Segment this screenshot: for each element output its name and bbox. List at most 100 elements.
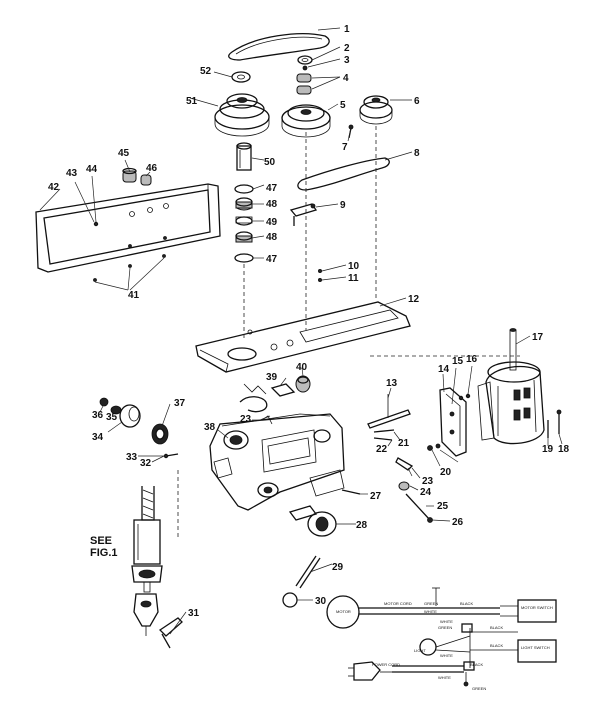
wiring-label: WHITE (424, 609, 437, 614)
switch-cap-40 (295, 375, 311, 393)
retaining-ring-47a (234, 184, 254, 194)
chuck-key-31 (158, 617, 183, 649)
wiring-label: MOTOR SWITCH (521, 605, 553, 610)
callout-47: 47 (266, 183, 278, 194)
callout-18: 18 (558, 444, 570, 455)
callout-48: 48 (266, 199, 278, 210)
callout-22: 22 (376, 444, 388, 455)
callout-16: 16 (466, 354, 478, 365)
feed-shaft-28 (288, 505, 337, 537)
callout-28: 28 (356, 520, 368, 531)
nut-52 (231, 71, 251, 83)
screw-36 (99, 397, 109, 407)
key-4 (296, 73, 312, 95)
wiring-label: MOTOR (336, 609, 351, 614)
callout-42: 42 (48, 182, 60, 193)
callout-49: 49 (266, 217, 278, 228)
callout-19: 19 (542, 444, 554, 455)
center-pulley-5 (281, 104, 331, 138)
callout-36: 36 (92, 410, 104, 421)
hinge-39 (270, 383, 296, 397)
callout-47: 47 (266, 254, 278, 265)
wiring-label: LIGHT SWITCH (521, 645, 550, 650)
callout-1: 1 (344, 24, 350, 35)
wiring-label: GREEN (472, 686, 486, 691)
callout-11: 11 (348, 273, 359, 284)
callout-7: 7 (342, 142, 348, 153)
knob-46 (140, 174, 152, 186)
motor-17 (477, 328, 545, 445)
callout-32: 32 (140, 458, 152, 469)
callout-25: 25 (437, 501, 449, 512)
wiring-label: BLACK (490, 643, 503, 648)
callout-21: 21 (398, 438, 410, 449)
callout-15: 15 (452, 356, 464, 367)
wrench-23b (395, 457, 414, 471)
callout-5: 5 (340, 100, 346, 111)
wiring-label: GREEN (438, 625, 452, 630)
callout-8: 8 (414, 148, 420, 159)
callout-4: 4 (343, 73, 349, 84)
callout-37: 37 (174, 398, 186, 409)
screw-7 (348, 124, 354, 139)
callout-9: 9 (340, 200, 346, 211)
screw-10-11 (317, 268, 322, 282)
washer-20 (427, 443, 441, 451)
callout-29: 29 (332, 562, 344, 573)
callout-48: 48 (266, 232, 278, 243)
callout-26: 26 (452, 517, 464, 528)
callout-2: 2 (344, 43, 350, 54)
callout-50: 50 (264, 157, 276, 168)
quill-assembly (131, 486, 163, 636)
callout-14: 14 (438, 364, 450, 375)
screw-32-33 (163, 453, 179, 459)
callout-17: 17 (532, 332, 544, 343)
wiring-label: BLACK (470, 662, 483, 667)
spindle-pulley-51 (214, 93, 270, 137)
screw-18-19 (547, 409, 562, 438)
wiring-label: WHITE (440, 619, 453, 624)
head-casting-38 (209, 413, 345, 511)
callout-3: 3 (344, 55, 350, 66)
callout-23: 23 (240, 414, 252, 425)
callout-45: 45 (118, 148, 130, 159)
wiring-label: BLACK (460, 601, 473, 606)
callout-20: 20 (440, 467, 452, 478)
callout-33: 33 (126, 452, 138, 463)
wiring-label: POWER CORD (372, 662, 400, 667)
bearing-48b (235, 231, 253, 243)
base-plate-12 (195, 301, 411, 373)
pin-27 (341, 489, 361, 495)
callout-12: 12 (408, 294, 420, 305)
motor-pulley-6 (359, 95, 393, 125)
wiring-label: MOTOR CORD (384, 601, 412, 606)
callout-30: 30 (315, 596, 327, 607)
handle-29 (295, 555, 321, 589)
bolt-21-22 (373, 429, 395, 441)
callout-31: 31 (188, 608, 200, 619)
knob-30 (282, 592, 298, 608)
callout-40: 40 (296, 362, 308, 373)
callout-23: 23 (422, 476, 434, 487)
belt-lower-8 (297, 157, 390, 191)
callout-44: 44 (86, 164, 98, 175)
wiring-label: BLACK (490, 625, 503, 630)
screws-41 (93, 254, 166, 282)
motor-bracket-14 (439, 387, 467, 457)
pulley-guard-42 (35, 183, 221, 273)
callout-38: 38 (204, 422, 216, 433)
spring-wire (243, 383, 267, 395)
callout-34: 34 (92, 432, 104, 443)
belt-upper (228, 33, 330, 61)
callout-35: 35 (106, 412, 118, 423)
wiring-label: GREEN (424, 601, 438, 606)
callout-51: 51 (186, 96, 198, 107)
small-washer-2 (297, 55, 313, 65)
washer-15-16 (458, 393, 471, 401)
callout-10: 10 (348, 261, 360, 272)
callout-52: 52 (200, 66, 212, 77)
callout-41: 41 (128, 290, 140, 301)
